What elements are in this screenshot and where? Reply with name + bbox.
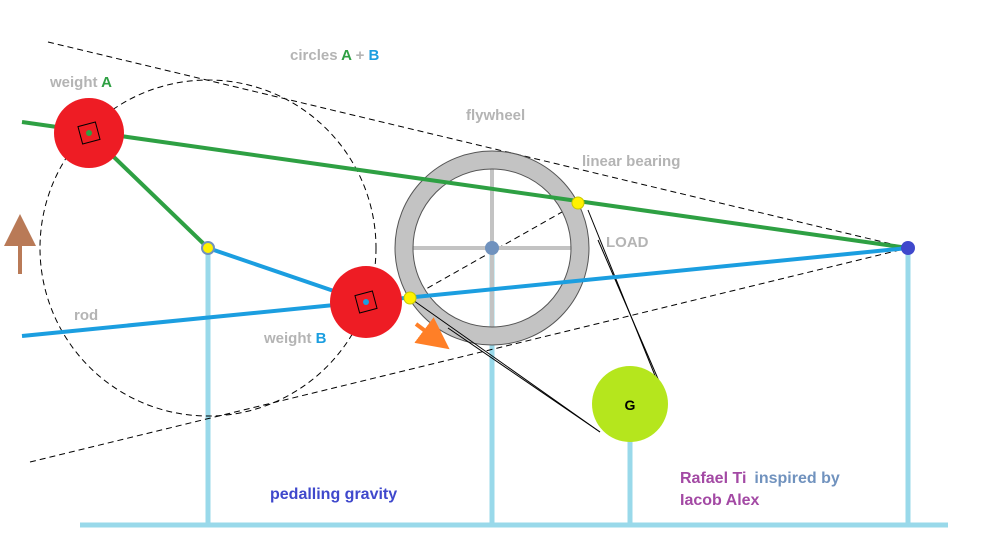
- diagram-title: pedalling gravity: [270, 486, 397, 503]
- blue-rod-long: [21, 246, 909, 338]
- crank-pivot: [201, 241, 215, 255]
- label-generator: G: [625, 397, 636, 413]
- belt-line-2: [447, 327, 601, 433]
- dashed-line-mid: [409, 202, 579, 299]
- label-flywheel: flywheel: [466, 107, 525, 124]
- flywheel-rim-outline-inner: [412, 168, 572, 328]
- linear-bearing-bottom: [403, 291, 417, 305]
- label-load: LOAD: [606, 234, 649, 251]
- label-linear-bearing: linear bearing: [582, 153, 680, 170]
- flywheel-rim-outline-outer: [394, 150, 590, 346]
- dashed-tangent-bottom: [29, 247, 909, 463]
- dashed-tangent-top: [47, 41, 909, 249]
- linear-bearing-top: [571, 196, 585, 210]
- label-circles-a-b: circles A + B: [290, 47, 380, 64]
- flywheel-hub: [485, 241, 499, 255]
- generator: [592, 366, 668, 442]
- main-pivot: [901, 241, 915, 255]
- credit-line-2: Iacob Alex: [680, 492, 760, 509]
- label-weight-b: weight B: [263, 330, 327, 347]
- weight-a-pin: [86, 130, 92, 136]
- green-rod-long: [21, 120, 909, 250]
- flywheel-rim: [395, 151, 589, 345]
- down-right-arrow-icon: [414, 317, 450, 350]
- weight-b-pin: [363, 299, 369, 305]
- weight-a-slider: [77, 121, 101, 145]
- label-weight-a: weight A: [49, 74, 112, 91]
- label-rod: rod: [74, 307, 98, 324]
- weight-b-slider: [354, 290, 378, 314]
- belt-line-4: [597, 239, 666, 396]
